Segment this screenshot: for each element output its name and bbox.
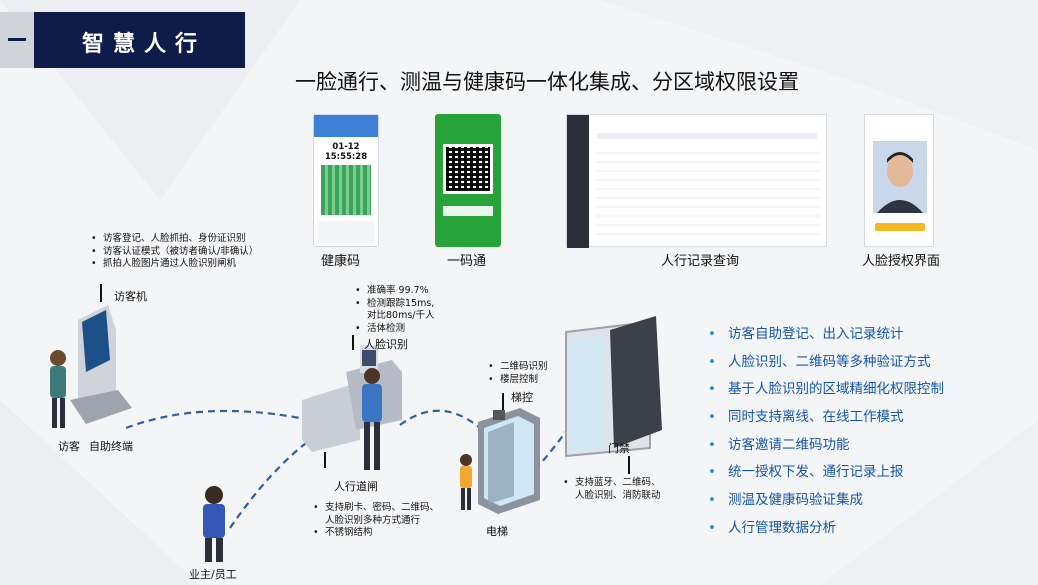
one-code-screenshot xyxy=(435,114,501,247)
note-item: 访客登记、人脸抓拍、身份证识别 xyxy=(91,233,258,246)
note-item: 支持蓝牙、二维码、 xyxy=(563,477,661,490)
elevator-control-notes: 二维码识别 楼层控制 xyxy=(488,361,548,386)
flow-path xyxy=(399,409,481,429)
self-terminal-label: 自助终端 xyxy=(89,440,133,453)
woman-at-elevator-icon xyxy=(460,454,472,510)
health-code-screenshot: 01-12 15:55:28 xyxy=(313,114,379,247)
pedestrian-gate-machine xyxy=(302,345,402,452)
owner-staff-person-icon xyxy=(203,486,225,562)
pointer-lines xyxy=(100,284,630,474)
header-dash xyxy=(8,38,26,41)
phone-info-panel xyxy=(318,221,374,243)
health-code-label: 健康码 xyxy=(321,254,361,269)
one-code-button xyxy=(443,206,493,216)
elevator-control-label: 梯控 xyxy=(511,391,533,404)
feature-item: 访客邀请二维码功能 xyxy=(708,435,944,463)
visitor-label: 访客 xyxy=(58,440,80,453)
auth-confirm-button[interactable] xyxy=(875,223,925,231)
note-item: 人脸识别、消防联动 xyxy=(575,489,661,501)
one-code-qr-icon xyxy=(446,147,490,191)
door-notes: 支持蓝牙、二维码、 人脸识别、消防联动 xyxy=(563,477,661,502)
note-item: 活体检测 xyxy=(355,323,435,336)
note-item: 楼层控制 xyxy=(488,374,548,387)
note-item: 检测跟踪15ms, xyxy=(355,298,435,311)
access-records-label: 人行记录查询 xyxy=(661,254,740,269)
face-photo xyxy=(873,141,927,213)
owner-staff-label: 业主/员工 xyxy=(189,568,237,581)
pedestrian-gate-label: 人行道闸 xyxy=(334,480,378,493)
visitor-machine-label: 访客机 xyxy=(114,290,147,303)
feature-item: 访客自助登记、出入记录统计 xyxy=(708,324,944,352)
face-recognition-label: 人脸识别 xyxy=(364,338,408,351)
note-item: 人脸识别多种方式通行 xyxy=(325,514,421,526)
gate-notes: 支持刷卡、密码、二维码、 人脸识别多种方式通行 不锈钢结构 xyxy=(313,502,439,540)
face-recognition-notes: 准确率 99.7% 检测跟踪15ms, 对比80ms/千人 活体检测 xyxy=(355,285,435,335)
header-title: 智慧人行 xyxy=(82,32,207,57)
feature-item: 测温及健康码验证集成 xyxy=(708,490,944,518)
note-item: 对比80ms/千人 xyxy=(367,310,435,321)
flow-path xyxy=(125,409,301,430)
records-filter-bar xyxy=(597,133,817,139)
records-sidebar xyxy=(567,115,589,248)
access-records-screenshot xyxy=(566,114,827,248)
face-auth-label: 人脸授权界面 xyxy=(862,254,941,269)
health-qr-code xyxy=(321,165,371,215)
header-bar xyxy=(0,12,245,68)
health-code-time: 01-12 15:55:28 xyxy=(324,142,368,162)
phone-header xyxy=(314,115,378,137)
elevator-icon xyxy=(478,408,540,514)
self-service-kiosk xyxy=(70,305,132,424)
visitor-kiosk-notes: 访客登记、人脸抓拍、身份证识别 访客认证模式（被访者确认/非确认） 抓拍人脸图片… xyxy=(91,233,258,271)
note-item: 抓拍人脸图片通过人脸识别闸机 xyxy=(91,258,258,271)
feature-item: 同时支持离线、在线工作模式 xyxy=(708,407,944,435)
note-item: 准确率 99.7% xyxy=(355,285,435,298)
records-table xyxy=(597,145,819,239)
feature-list: 访客自助登记、出入记录统计 人脸识别、二维码等多种验证方式 基于人脸识别的区域精… xyxy=(708,324,944,546)
one-code-qr-frame xyxy=(443,144,493,194)
one-code-label: 一码通 xyxy=(447,254,487,269)
note-item: 不锈钢结构 xyxy=(313,527,439,540)
flow-path xyxy=(229,439,311,529)
feature-item: 人脸识别、二维码等多种验证方式 xyxy=(708,352,944,380)
feature-item: 基于人脸识别的区域精细化权限控制 xyxy=(708,379,944,407)
face-auth-screenshot xyxy=(864,114,934,247)
visitor-person-icon xyxy=(50,350,66,428)
note-item: 访客认证模式（被访者确认/非确认） xyxy=(91,246,258,259)
door-access-label: 门禁 xyxy=(608,442,630,455)
note-item: 支持刷卡、密码、二维码、 xyxy=(313,502,439,515)
main-title: 一脸通行、测温与健康码一体化集成、分区域权限设置 xyxy=(295,70,799,94)
staff-at-gate-icon xyxy=(362,368,382,470)
access-control-door-icon xyxy=(565,316,662,458)
note-item: 二维码识别 xyxy=(488,361,548,374)
elevator-label: 电梯 xyxy=(486,525,508,538)
person-portrait-icon xyxy=(877,152,923,213)
feature-item: 人行管理数据分析 xyxy=(708,518,944,546)
feature-item: 统一授权下发、通行记录上报 xyxy=(708,462,944,490)
